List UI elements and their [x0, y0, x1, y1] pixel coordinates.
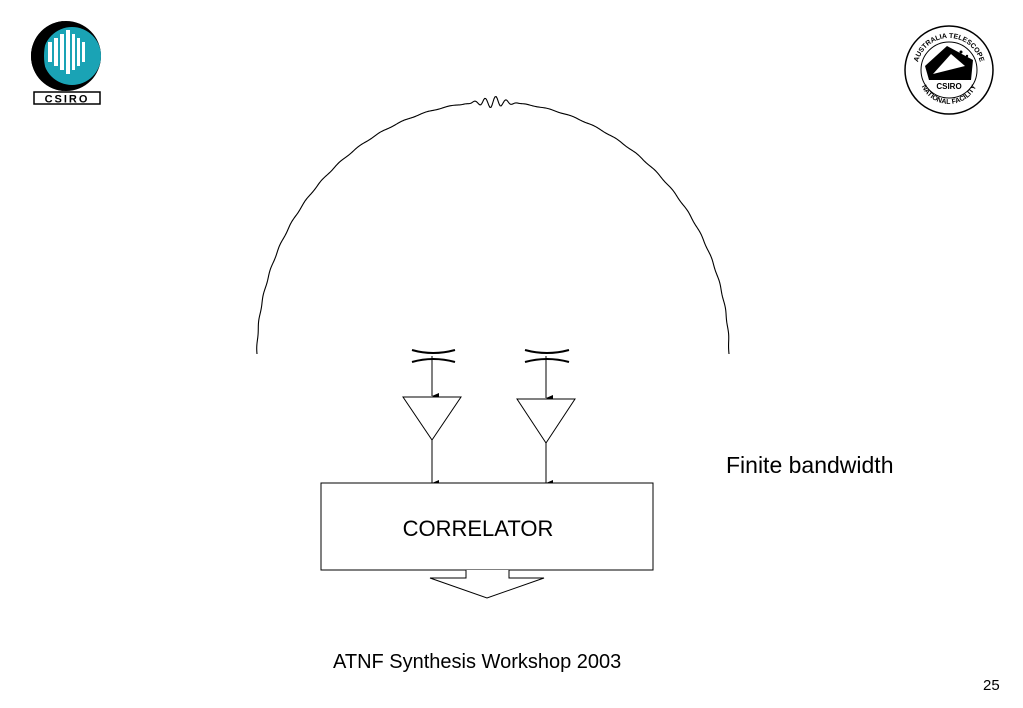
right-antenna: [524, 349, 570, 401]
output-arrow: [429, 570, 545, 599]
page-number: 25: [983, 677, 1000, 694]
csiro-logo: CSIRO: [31, 21, 101, 106]
fringe-pattern-arc: [256, 96, 730, 355]
left-amplifier: [402, 396, 462, 441]
correlator-label: CORRELATOR: [403, 516, 554, 541]
correlator-box: [320, 482, 654, 571]
left-antenna: [411, 349, 456, 399]
workshop-footer: ATNF Synthesis Workshop 2003: [333, 651, 622, 673]
csiro-logo-text: CSIRO: [45, 94, 90, 106]
atnf-seal-center-text: CSIRO: [936, 82, 961, 91]
atnf-seal: AUSTRALIA TELESCOPE NATIONAL FACILITY CS…: [904, 25, 994, 115]
right-amplifier: [516, 398, 576, 444]
finite-bandwidth-label: Finite bandwidth: [726, 452, 894, 478]
